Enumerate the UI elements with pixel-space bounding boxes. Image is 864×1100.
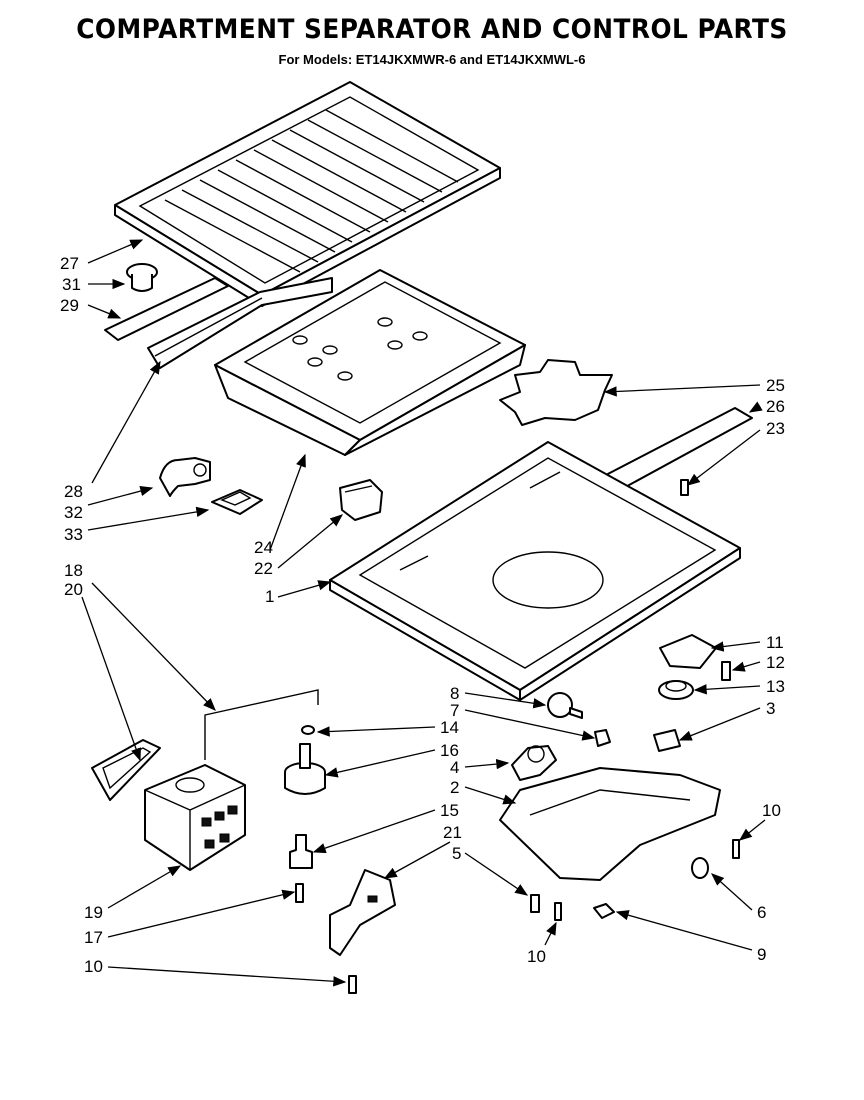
part-19-damper-block [144, 764, 246, 871]
part-9-nut [593, 903, 615, 919]
callout-28: 28 [64, 482, 83, 501]
part-27-top-cover [114, 81, 501, 307]
callout-31: 31 [62, 275, 81, 294]
part-4-thermostat [511, 745, 557, 781]
callout-15: 15 [440, 801, 459, 820]
part-10-screw-c [348, 975, 357, 994]
part-17-screw [295, 883, 304, 903]
callout-26: 26 [766, 397, 785, 416]
callout-25: 25 [766, 376, 785, 395]
part-7-socket [594, 729, 611, 747]
callout-12: 12 [766, 653, 785, 672]
part-29-strip [104, 277, 229, 341]
callout-29: 29 [60, 296, 79, 315]
part-32-elbow [159, 457, 211, 497]
callout-13: 13 [766, 677, 785, 696]
callout-9: 9 [757, 945, 766, 964]
callout-20: 20 [64, 580, 83, 599]
part-24-separator [214, 269, 526, 456]
part-21-bracket [329, 869, 396, 956]
part-16-spool [284, 743, 326, 795]
page-subtitle: For Models: ET14JKXMWR-6 and ET14JKXMWL-… [278, 52, 586, 67]
callout-17: 17 [84, 928, 103, 947]
part-12-screw [721, 661, 731, 681]
callout-27: 27 [60, 254, 79, 273]
part-2-control-base [499, 767, 721, 881]
callout-8: 8 [450, 684, 459, 703]
part-10-screw-a [554, 902, 562, 921]
callout-10-left: 10 [84, 957, 103, 976]
callout-6: 6 [757, 903, 766, 922]
callout-1: 1 [265, 587, 274, 606]
part-8-bulb [547, 692, 583, 719]
callout-21: 21 [443, 823, 462, 842]
page-title: COMPARTMENT SEPARATOR AND CONTROL PARTS [76, 14, 788, 45]
part-22-knob [339, 479, 383, 521]
part-14-clip [301, 725, 315, 735]
part-18-wire [204, 689, 319, 760]
part-5-screw [530, 894, 540, 913]
part-10-screw-b [732, 839, 740, 859]
part-6-knob [691, 857, 709, 879]
part-13-gear [658, 680, 694, 700]
part-15-post [289, 834, 313, 869]
part-31-grommet [126, 263, 158, 292]
callout-22: 22 [254, 559, 273, 578]
callout-5: 5 [452, 844, 461, 863]
callout-10-middle: 10 [527, 947, 546, 966]
part-33-bracket [211, 489, 263, 515]
leader-lines [81, 239, 766, 987]
callout-4: 4 [450, 758, 459, 777]
callout-18: 18 [64, 561, 83, 580]
callout-labels: 27 31 29 28 32 33 24 22 1 25 26 23 11 12… [60, 254, 785, 976]
part-3-switch [653, 729, 681, 752]
callout-7: 7 [450, 701, 459, 720]
callout-3: 3 [766, 699, 775, 718]
callout-11: 11 [766, 633, 784, 652]
callout-16: 16 [440, 741, 459, 760]
part-11-bracket [659, 634, 717, 669]
callout-14: 14 [440, 718, 459, 737]
callout-33: 33 [64, 525, 83, 544]
part-1-housing [329, 441, 741, 701]
callout-32: 32 [64, 503, 83, 522]
part-20-frame [91, 739, 161, 801]
callout-10-right: 10 [762, 801, 781, 820]
callout-19: 19 [84, 903, 103, 922]
part-23-screw [680, 479, 689, 496]
callout-2: 2 [450, 778, 459, 797]
part-25-gasket [499, 359, 613, 426]
callout-24: 24 [254, 538, 273, 557]
callout-23: 23 [766, 419, 785, 438]
